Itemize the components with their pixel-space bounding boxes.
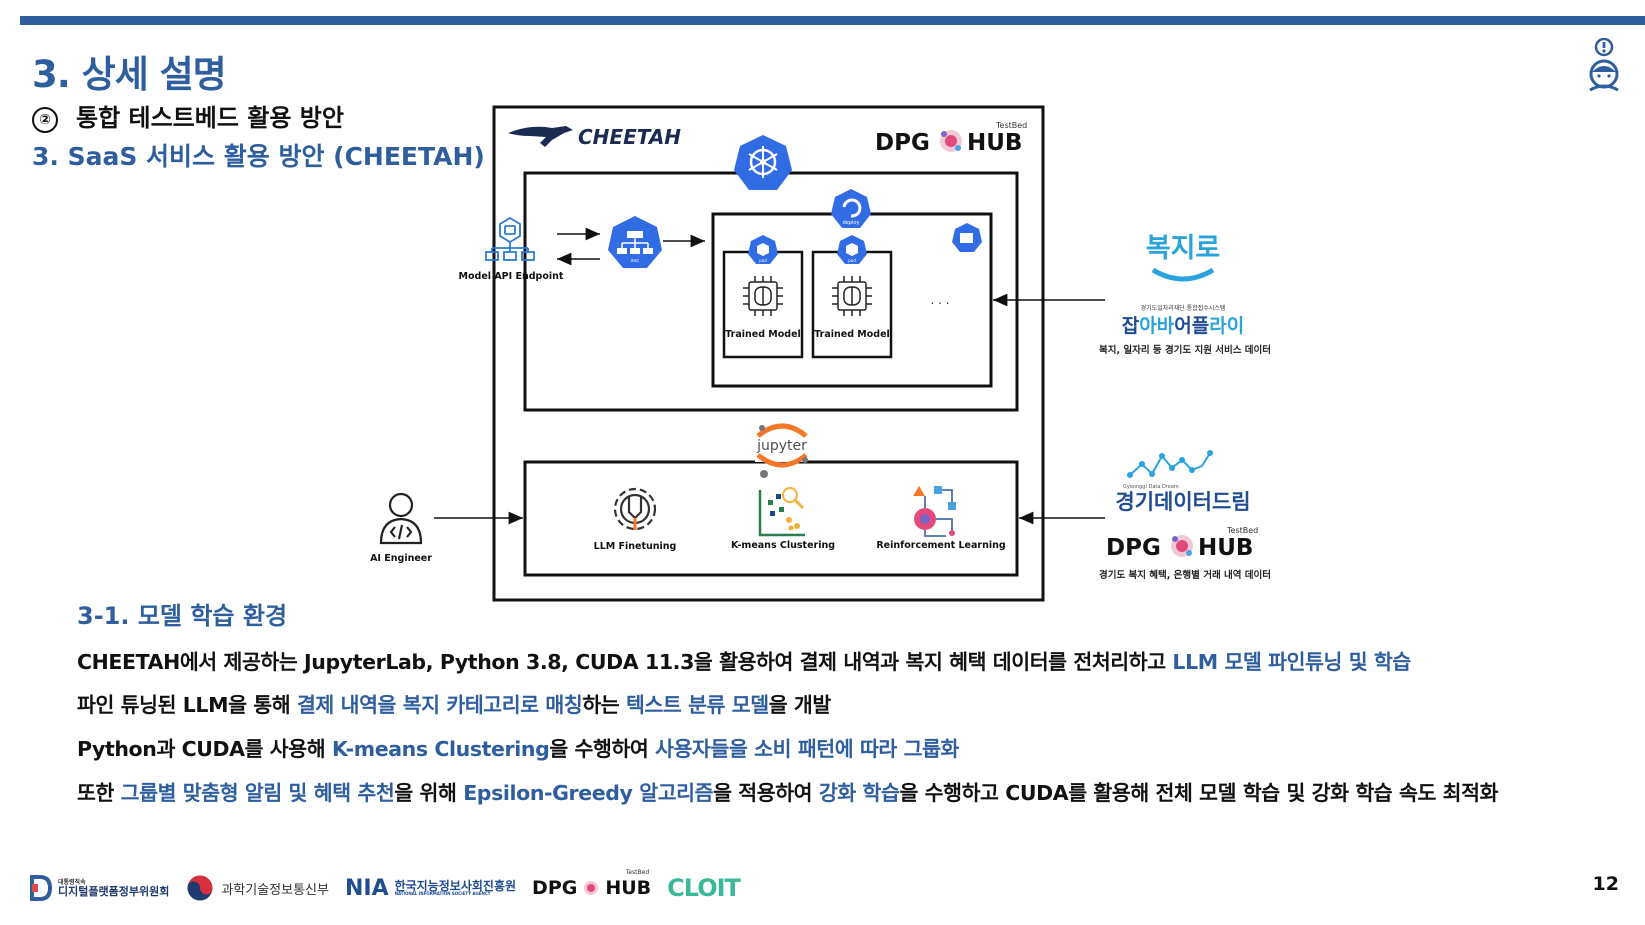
pod-icon xyxy=(952,223,982,252)
body-line-4: 또한 그룹별 맞춤형 알림 및 혜택 추천을 위해 Epsilon-Greedy… xyxy=(77,776,1498,806)
cheetah-label: CHEETAH xyxy=(578,125,681,149)
body-text: 파인 튜닝된 LLM을 통해 xyxy=(77,693,297,717)
dpg-label-left-2: DPG xyxy=(1106,535,1161,561)
org3-en: NATIONAL INFORMATION SOCIETY AGENCY xyxy=(394,891,491,896)
bokjiro-logo: 복지로 xyxy=(1146,233,1221,264)
data-dream-logo: 경기데이터드림 xyxy=(1115,490,1250,514)
model-api-endpoint-icon xyxy=(485,216,535,261)
jupyter-label: jupyter xyxy=(756,438,807,454)
deploy-icon: deploy xyxy=(831,189,871,228)
gear-tool-icon xyxy=(613,487,657,531)
org4-left: DPG xyxy=(532,877,578,899)
body-text: 또한 xyxy=(77,781,121,805)
body-text: 을 적용하여 xyxy=(713,781,819,805)
footer-logo-nia: NIA 한국지능정보사회진흥원 NATIONAL INFORMATION SOC… xyxy=(345,876,516,901)
flow-icon xyxy=(913,486,956,537)
jobaba-logo: 잡아바어플라이 xyxy=(1122,315,1244,337)
footer-logo-msit: 과학기술정보통신부 xyxy=(185,873,329,903)
pod-label: pod xyxy=(848,258,856,263)
highlighted-text: LLM 모델 파인튜닝 및 학습 xyxy=(1172,650,1411,674)
brain-chip-icon xyxy=(743,276,783,316)
page-title: 3. 상세 설명 xyxy=(32,53,227,96)
highlighted-text: Epsilon-Greedy 알고리즘 xyxy=(463,781,714,805)
section-heading: 3-1. 모델 학습 환경 xyxy=(77,602,288,630)
dpg-label-right-2: HUB xyxy=(1198,535,1253,561)
dpg-label-left: DPG xyxy=(875,130,930,156)
footer-logos: 대통령직속 디지털플랫폼정부위원회 과학기술정보통신부 NIA 한국지능정보사회… xyxy=(30,868,741,908)
org4-testbed: TestBed xyxy=(625,869,650,876)
dpg-testbed-label-2: TestBed xyxy=(1226,526,1258,535)
more-models-ellipsis: . . . xyxy=(930,293,949,307)
jupyter-icon: jupyter xyxy=(755,423,808,478)
org1-name: 디지털플랫폼정부위원회 xyxy=(58,884,170,898)
body-line-1: CHEETAH에서 제공하는 JupyterLab, Python 3.8, C… xyxy=(77,645,1411,675)
body-text: 을 위해 xyxy=(394,781,464,805)
task-kmeans: K-means Clustering xyxy=(731,540,835,551)
highlighted-text: 강화 학습 xyxy=(818,781,900,805)
scatter-icon xyxy=(758,487,805,537)
trained-model-label-2: Trained Model xyxy=(814,329,890,340)
highlighted-text: K-means Clustering xyxy=(331,737,550,761)
body-text: 을 수행하여 xyxy=(549,737,656,761)
subtitle-number: ② xyxy=(32,107,58,133)
dpg-flower-icon xyxy=(584,881,599,895)
body-text: 하는 xyxy=(582,693,627,717)
dpg-flower-icon xyxy=(1171,535,1193,557)
deploy-label: deploy xyxy=(843,220,860,226)
org1-small: 대통령직속 xyxy=(58,878,86,886)
body-text: 을 개발 xyxy=(768,693,832,717)
section-title: 3. SaaS 서비스 활용 방안 (CHEETAH) xyxy=(32,142,485,171)
dpg-testbed-label: TestBed xyxy=(995,121,1027,130)
kubernetes-icon xyxy=(734,135,792,190)
body-text: CHEETAH에서 제공하는 JupyterLab, Python 3.8, C… xyxy=(77,650,1173,674)
footer-logo-dpg-committee: 대통령직속 디지털플랫폼정부위원회 xyxy=(30,875,169,901)
footer-logo-dpghub: TestBed DPG HUB xyxy=(532,869,652,899)
source-top-caption: 복지, 일자리 등 경기도 지원 서비스 데이터 xyxy=(1099,344,1271,356)
mascot-icon xyxy=(1589,38,1619,92)
footer-logo-cloit: CLOIT xyxy=(667,874,741,902)
body-line-3: Python과 CUDA를 사용해 K-means Clustering을 수행… xyxy=(77,732,959,762)
body-line-2: 파인 튜닝된 LLM을 통해 결제 내역을 복지 카테고리로 매칭하는 텍스트 … xyxy=(77,688,831,718)
task-reinforcement: Reinforcement Learning xyxy=(876,540,1005,551)
data-dream-dots xyxy=(1127,450,1213,478)
pod-icon: pod xyxy=(837,235,867,264)
body-text: Python과 CUDA를 사용해 xyxy=(77,737,332,761)
cheetah-icon xyxy=(508,126,573,147)
data-dream-small-label: Gyeonggi Data Dream xyxy=(1123,484,1179,490)
org4-right: HUB xyxy=(605,877,652,899)
svc-label: svc xyxy=(631,258,640,264)
highlighted-text: 텍스트 분류 모델 xyxy=(626,693,769,717)
highlighted-text: 사용자들을 소비 패턴에 따라 그룹화 xyxy=(655,737,959,761)
trained-model-label-1: Trained Model xyxy=(725,329,801,340)
subtitle-text: 통합 테스트베드 활용 방안 xyxy=(76,104,344,132)
bokjiro-smile-icon xyxy=(1151,267,1215,282)
svc-icon: svc xyxy=(608,216,662,268)
dpg-label-right: HUB xyxy=(967,130,1022,156)
engineer-icon xyxy=(379,492,423,545)
org2-name: 과학기술정보통신부 xyxy=(221,882,329,898)
task-llm-finetuning: LLM Finetuning xyxy=(594,541,677,552)
org3-name: 한국지능정보사회진흥원 xyxy=(394,879,517,893)
pod-label: pod xyxy=(759,258,767,263)
committee-icon xyxy=(30,875,52,901)
org5-name: CLOIT xyxy=(667,874,741,902)
body-text: 을 수행하고 CUDA를 활용해 전체 모델 학습 및 강화 학습 속도 최적화 xyxy=(899,781,1499,805)
subtitle: ② 통합 테스트베드 활용 방안 xyxy=(32,98,344,133)
top-accent-bar xyxy=(20,16,1645,25)
endpoint-label: Model API Endpoint xyxy=(459,271,564,282)
pod-icon: pod xyxy=(748,235,778,264)
engineer-label: AI Engineer xyxy=(370,553,432,564)
org3-abbr: NIA xyxy=(344,875,389,901)
dpg-flower-icon xyxy=(940,130,962,152)
jobaba-small-label: 경기도일자리재단 통합접수시스템 xyxy=(1141,304,1226,312)
page-number: 12 xyxy=(1592,873,1619,895)
source-bottom-caption: 경기도 복지 혜택, 은행별 거래 내역 데이터 xyxy=(1099,569,1271,581)
highlighted-text: 결제 내역을 복지 카테고리로 매칭 xyxy=(296,693,583,717)
cheetah-frame xyxy=(492,105,1045,602)
taegeuk-icon xyxy=(186,874,214,902)
brain-chip-icon xyxy=(832,276,872,316)
highlighted-text: 그룹별 맞춤형 알림 및 혜택 추천 xyxy=(120,781,395,805)
